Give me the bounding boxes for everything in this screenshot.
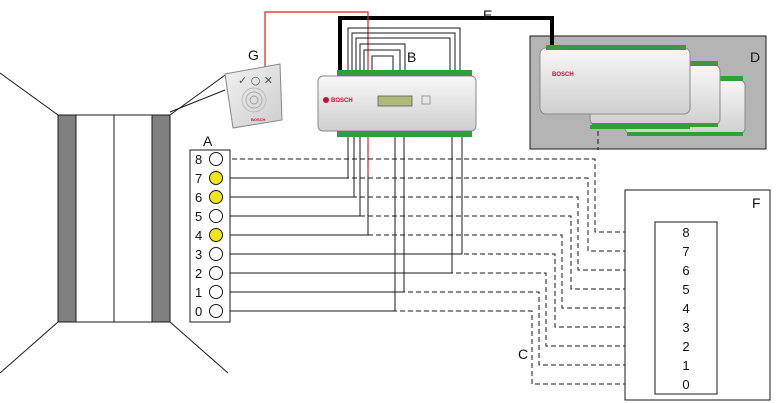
wire-terminal-5 [224, 137, 361, 217]
dashed-wire-0 [224, 310, 655, 385]
dashed-wire-4 [224, 234, 655, 309]
wire-terminal-3 [224, 137, 463, 255]
wire-terminal-1 [224, 137, 405, 293]
dashed-wire-3 [224, 253, 655, 328]
wire-terminal-4 [224, 175, 369, 236]
dashed-wire-8 [224, 158, 655, 233]
terminal-a-screw-3 [209, 247, 223, 261]
wire-terminal-2 [224, 137, 453, 274]
terminal-a-label: 7 [195, 171, 202, 186]
terminal-a-screw-5 [209, 209, 223, 223]
terminal-a-label: 3 [195, 247, 202, 262]
bus-wire-e [338, 16, 554, 75]
terminal-a-label: 6 [195, 190, 202, 205]
terminal-f-label: 7 [682, 244, 689, 259]
reader-brand-label: BOSCH [251, 117, 266, 122]
terminal-f-label: 6 [682, 263, 689, 278]
controller-logo-icon [323, 97, 329, 103]
controller-button [421, 95, 431, 105]
terminal-f-label: 8 [682, 225, 689, 240]
terminal-f-label: 2 [682, 339, 689, 354]
label-d: D [750, 49, 760, 65]
terminal-f-label: 1 [682, 358, 689, 373]
dashed-wire-5 [224, 215, 655, 290]
terminal-a-label: 0 [195, 304, 202, 319]
rack-brand-label: BOSCH [552, 72, 574, 78]
panel-f: 8 7 6 5 4 3 2 1 0 [624, 189, 771, 401]
terminal-a-screw-0 [209, 304, 223, 318]
terminal-a-screw-6 [209, 190, 223, 204]
terminal-a-screw-4 [209, 228, 223, 242]
wire-terminal-7 [224, 137, 349, 179]
controller-top-terminals [337, 70, 472, 76]
terminal-a-label: 8 [195, 152, 202, 167]
dashed-wires-c [224, 131, 655, 385]
controller-module: BOSCH [317, 70, 477, 137]
terminal-a-screw-7 [209, 171, 223, 185]
solid-wires [224, 137, 463, 312]
label-f: F [752, 195, 761, 211]
terminal-a-label: 1 [195, 285, 202, 300]
terminal-a-label: 5 [195, 209, 202, 224]
rack-module-1: BOSCH [539, 45, 691, 129]
terminal-a-label: 2 [195, 266, 202, 281]
rack-d: BOSCH [529, 35, 767, 150]
panel-f-terminal-block [654, 221, 718, 395]
terminal-f-label: 4 [682, 301, 689, 316]
terminal-a-screw-1 [209, 285, 223, 299]
card-reader: ✓ ○ ✕ BOSCH [224, 63, 283, 129]
door-frame-right [151, 114, 171, 323]
door [0, 72, 229, 374]
dashed-wire-1 [224, 291, 655, 366]
reader-door-line [169, 89, 226, 113]
terminal-f-label: 5 [682, 282, 689, 297]
label-a: A [203, 133, 213, 149]
dashed-wire-6 [224, 196, 655, 271]
controller-bottom-terminals [337, 131, 472, 137]
dashed-wire-2 [224, 272, 655, 347]
label-g: G [248, 47, 259, 63]
controller-lcd-display [377, 95, 413, 107]
label-e: E [483, 7, 492, 23]
terminal-a-screw-8 [209, 152, 223, 166]
wire-terminal-0 [224, 137, 396, 312]
label-c: C [518, 346, 528, 362]
door-frame-left [57, 114, 77, 323]
terminal-f-label: 3 [682, 320, 689, 335]
wire-terminal-6 [224, 137, 355, 198]
label-b: B [407, 49, 416, 65]
terminal-a-label: 4 [195, 228, 202, 243]
contactless-icon [241, 87, 267, 113]
terminal-f-label: 0 [682, 377, 689, 392]
dashed-wire-7 [224, 177, 655, 252]
controller-brand-label: BOSCH [331, 98, 353, 104]
reader-symbols: ✓ ○ ✕ [238, 74, 273, 87]
terminal-a-screw-2 [209, 266, 223, 280]
wire-loops-b [347, 27, 461, 75]
terminal-panel-a: 8 7 6 5 4 3 2 1 0 [189, 149, 231, 323]
